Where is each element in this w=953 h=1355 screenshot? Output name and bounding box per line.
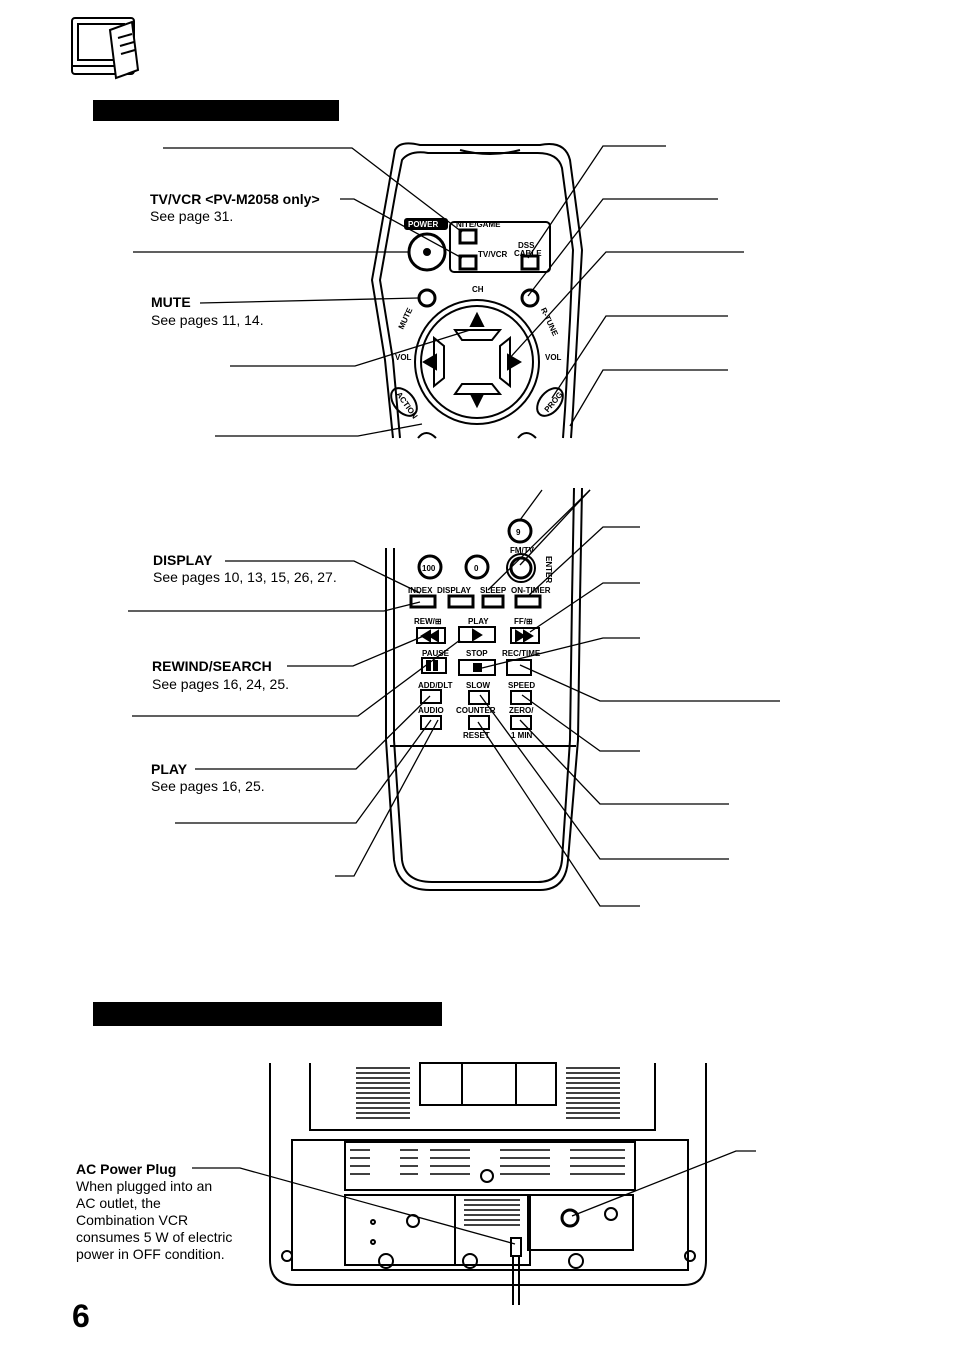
mute-callout-desc: See pages 11, 14. bbox=[151, 312, 264, 328]
remote-bottom-text: 9 FM/TV 100 0 ENTER INDEX DISPLAY SLEEP … bbox=[408, 528, 553, 740]
rear-vents bbox=[350, 1067, 625, 1226]
tvvcr-callout-desc: See page 31. bbox=[150, 208, 234, 224]
leader-lines-top bbox=[133, 145, 744, 437]
dss-label: DSS bbox=[518, 241, 535, 250]
slow-label: SLOW bbox=[466, 681, 490, 690]
rear-panel bbox=[269, 1062, 707, 1305]
stop-label: STOP bbox=[466, 649, 488, 658]
display-callout-title: DISPLAY bbox=[153, 552, 213, 568]
nite-game-label: NITE/GAME bbox=[456, 220, 501, 229]
display-button-label: DISPLAY bbox=[437, 586, 472, 595]
pause-label: PAUSE bbox=[422, 649, 450, 658]
vol-left-label: VOL bbox=[395, 353, 412, 362]
ac-plug-desc-line-2: AC outlet, the bbox=[76, 1195, 161, 1211]
adddlt-label: ADD/DLT bbox=[418, 681, 453, 690]
mute-callout-title: MUTE bbox=[151, 294, 191, 310]
mute-button-label: MUTE bbox=[397, 306, 415, 331]
display-callout-desc: See pages 10, 13, 15, 26, 27. bbox=[153, 569, 337, 585]
reset-label: RESET bbox=[463, 731, 490, 740]
ac-plug-desc-line-4: consumes 5 W of electric bbox=[76, 1229, 233, 1245]
leader-lines-bottom bbox=[128, 489, 780, 907]
tvvcr-callout-title: TV/VCR <PV-M2058 only> bbox=[150, 191, 320, 207]
hundred-label: 100 bbox=[422, 564, 436, 573]
remote-section-header-bar bbox=[93, 100, 339, 121]
play-callout-desc: See pages 16, 25. bbox=[151, 778, 265, 794]
fmtv-label: FM/TV bbox=[510, 546, 535, 555]
speed-label: SPEED bbox=[508, 681, 535, 690]
remote-bottom bbox=[385, 487, 583, 891]
rewind-callout-title: REWIND/SEARCH bbox=[152, 658, 272, 674]
rewind-callout-desc: See pages 16, 24, 25. bbox=[152, 676, 289, 692]
ac-plug-callout-title: AC Power Plug bbox=[76, 1161, 177, 1177]
rear-section-header-bar bbox=[93, 1002, 442, 1026]
ontimer-label: ON-TIMER bbox=[511, 586, 551, 595]
zero-label: 0 bbox=[474, 564, 479, 573]
tv-vcr-icon bbox=[71, 17, 140, 80]
counter-label: COUNTER bbox=[456, 706, 496, 715]
tvvcr-button-label: TV/VCR bbox=[478, 250, 508, 259]
play-button-label: PLAY bbox=[468, 617, 489, 626]
onemin-label: 1 MIN bbox=[511, 731, 533, 740]
rew-label: REW/⊞ bbox=[414, 617, 442, 626]
enter-label: ENTER bbox=[544, 556, 553, 583]
power-button-label: POWER bbox=[408, 220, 438, 229]
zeromin-label: ZERO/ bbox=[509, 706, 534, 715]
ff-label: FF/⊞ bbox=[514, 617, 533, 626]
leader-lines-rear bbox=[192, 1150, 756, 1245]
audio-label: AUDIO bbox=[418, 706, 444, 715]
rectime-label: REC/TIME bbox=[502, 649, 541, 658]
remote-top bbox=[370, 142, 584, 439]
ac-plug-desc-line-1: When plugged into an bbox=[76, 1178, 213, 1194]
nine-label: 9 bbox=[516, 528, 521, 537]
index-label: INDEX bbox=[408, 586, 433, 595]
cable-label: CABLE bbox=[514, 249, 542, 258]
play-callout-title: PLAY bbox=[151, 761, 188, 777]
sleep-label: SLEEP bbox=[480, 586, 507, 595]
page-number: 6 bbox=[72, 1298, 90, 1334]
ch-label: CH bbox=[472, 285, 484, 294]
ac-plug-desc-line-5: power in OFF condition. bbox=[76, 1246, 225, 1262]
vol-right-label: VOL bbox=[545, 353, 562, 362]
ac-plug-desc-line-3: Combination VCR bbox=[76, 1212, 189, 1228]
